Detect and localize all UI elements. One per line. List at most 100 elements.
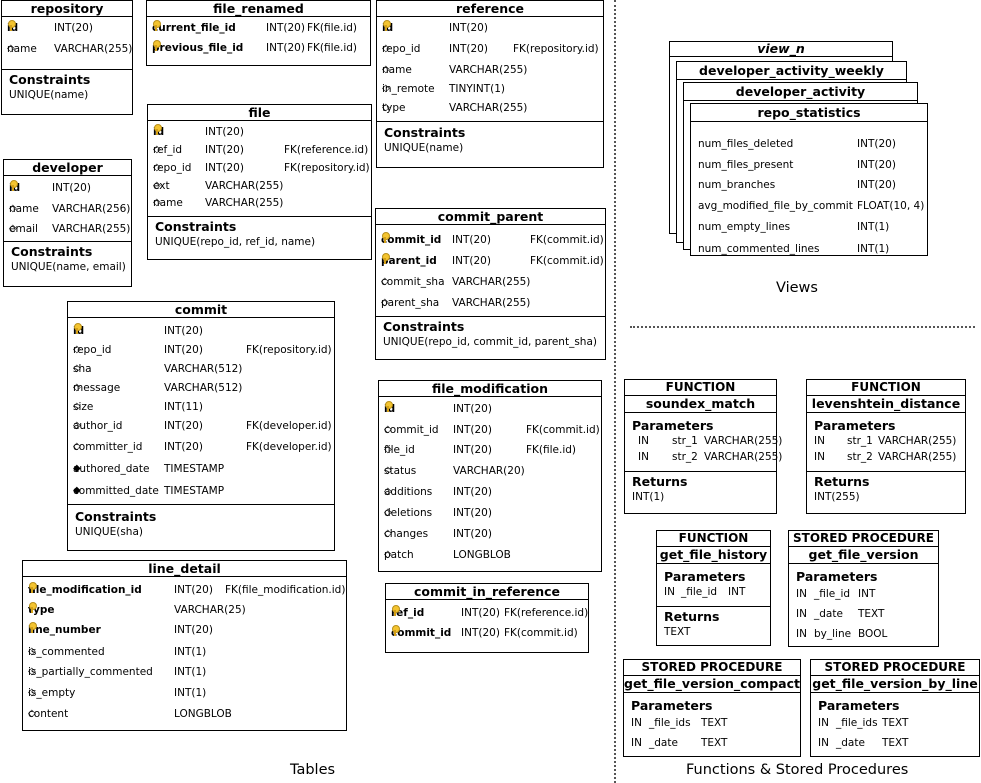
divider — [657, 606, 770, 607]
views-caption: Views — [776, 280, 818, 296]
column-name: name — [9, 203, 39, 215]
view-column-row: num_files_present INT(20) — [691, 157, 927, 173]
column-type: INT(20) — [174, 624, 213, 636]
parameter-name: _file_id — [814, 588, 851, 600]
view-column-name: num_empty_lines — [698, 221, 791, 233]
column-type: INT(20) — [453, 507, 492, 519]
column-type: INT(20) — [461, 627, 500, 639]
nullable-diamond-icon: ◇ — [73, 401, 81, 412]
view-column-type: INT(20) — [857, 138, 896, 150]
column-type: INT(20) — [453, 486, 492, 498]
column-type: VARCHAR(255) — [452, 297, 531, 309]
divider — [807, 471, 965, 472]
column-type: INT(20) — [452, 255, 491, 267]
parameter-name: _date — [836, 737, 865, 749]
parameter-dir: IN — [631, 737, 642, 749]
column-name: id — [382, 22, 394, 34]
view-column-type: INT(1) — [857, 221, 890, 233]
view-column-row: num_empty_lines INT(1) — [691, 219, 927, 235]
divider — [4, 241, 131, 242]
primary-key-icon — [7, 20, 16, 31]
nullable-diamond-icon: ◇ — [381, 276, 389, 287]
parameter-dir: IN — [818, 737, 829, 749]
routine-get_file_version: STORED PROCEDURE get_file_version Parame… — [788, 530, 939, 647]
table-title: commit — [68, 302, 334, 318]
column-name: type — [382, 102, 406, 114]
column-type: VARCHAR(20) — [453, 465, 525, 477]
primary-key-icon — [28, 602, 37, 613]
view-column-name: num_branches — [698, 179, 776, 191]
primary-key-icon — [152, 40, 161, 51]
parameter-dir: IN — [814, 435, 825, 447]
column-name: additions — [384, 486, 433, 498]
column-name: repo_id — [153, 162, 192, 174]
column-type: INT(20) — [453, 424, 492, 436]
column-type: VARCHAR(255) — [54, 43, 133, 55]
routine-name: get_file_version_by_line — [811, 676, 979, 693]
primary-key-icon — [382, 20, 391, 31]
nullable-diamond-icon: ◇ — [384, 424, 392, 435]
routine-kind: FUNCTION — [625, 380, 776, 396]
column-foreign-key: FK(commit.id) — [530, 255, 604, 267]
routine-kind: FUNCTION — [807, 380, 965, 396]
column-name: committer_id — [73, 441, 143, 453]
nullable-diamond-icon: ◇ — [9, 223, 17, 234]
nullable-diamond-icon: ◇ — [384, 549, 392, 560]
column-name: in_remote — [382, 83, 435, 95]
nullable-diamond-icon: ◇ — [9, 203, 17, 214]
routine-kind: STORED PROCEDURE — [789, 531, 938, 547]
column-foreign-key: FK(repository.id) — [513, 43, 599, 55]
view-column-name: num_files_present — [698, 159, 794, 171]
column-type: INT(1) — [174, 646, 207, 658]
nullable-diamond-icon: ◇ — [382, 43, 390, 54]
nullable-diamond-icon: ◇ — [382, 64, 390, 75]
column-type: INT(1) — [174, 687, 207, 699]
routine-name: get_file_version_compact — [624, 676, 800, 693]
column-name: committed_date — [73, 485, 159, 497]
column-name: is_partially_commented — [28, 666, 153, 678]
column-name: id — [7, 22, 19, 34]
parameters-label: Parameters — [632, 418, 714, 433]
routine-kind: STORED PROCEDURE — [811, 660, 979, 676]
parameter-name: str_2 — [847, 451, 873, 463]
column-type: TINYINT(1) — [449, 83, 506, 95]
parameter-type: TEXT — [882, 717, 909, 729]
routine-name: get_file_version — [789, 547, 938, 564]
column-foreign-key: FK(developer.id) — [246, 420, 332, 432]
nullable-diamond-icon: ◇ — [384, 528, 392, 539]
view-column-type: INT(20) — [857, 159, 896, 171]
column-type: INT(20) — [54, 22, 93, 34]
column-name: name — [7, 43, 37, 55]
column-type: VARCHAR(255) — [452, 276, 531, 288]
column-name: is_commented — [28, 646, 105, 658]
